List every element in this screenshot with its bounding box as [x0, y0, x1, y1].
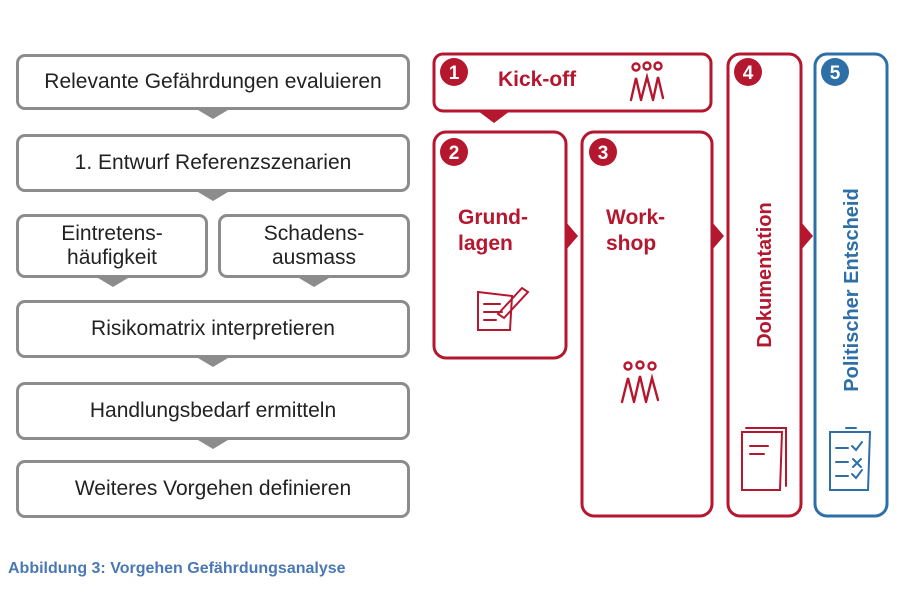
phase-number: 2 [449, 143, 460, 164]
phase-label-line1: Work- [606, 206, 665, 229]
checklist-icon [829, 427, 872, 491]
phase-number: 4 [743, 63, 754, 84]
step-schadensausmass: Schadens- ausmass [218, 214, 410, 278]
phase-kickoff: 1 Kick-off [432, 52, 713, 123]
phase-number: 5 [830, 63, 841, 84]
phase-number: 1 [449, 63, 460, 84]
step-eintretenshaeufigkeit: Eintretens- häufigkeit [16, 214, 208, 278]
flow-arrow [98, 278, 128, 287]
phase-label: Politischer Entscheid [841, 188, 863, 391]
step-label: Relevante Gefährdungen evaluieren [44, 70, 382, 94]
step-entwurf-referenzszenarien: 1. Entwurf Referenzszenarien [16, 134, 410, 192]
phase-label: Dokumentation [754, 202, 776, 348]
phase-label-line1: Grund- [458, 206, 528, 229]
step-label: Weiteres Vorgehen definieren [74, 477, 352, 501]
phase-workshop: 3 Work- shop [580, 130, 724, 518]
flow-arrow [198, 192, 228, 201]
phase-label-line2: shop [606, 232, 656, 255]
phase-grundlagen: 2 Grund- lagen [432, 130, 578, 360]
step-label: Handlungsbedarf ermitteln [89, 399, 337, 423]
people-icon [629, 61, 665, 102]
step-label: Risikomatrix interpretieren [91, 317, 335, 341]
flow-arrow [478, 111, 510, 123]
flow-arrow [198, 440, 228, 449]
flow-arrow [801, 222, 813, 250]
flow-arrow [198, 358, 228, 367]
notepad-pen-icon [477, 286, 530, 331]
figure-caption: Abbildung 3: Vorgehen Gefährdungsanalyse [8, 560, 346, 577]
step-label: 1. Entwurf Referenzszenarien [74, 151, 352, 175]
document-icon [741, 427, 787, 491]
flow-arrow [566, 222, 578, 250]
people-icon [620, 360, 660, 404]
step-relevante-gefaehrdungen: Relevante Gefährdungen evaluieren [16, 54, 410, 110]
step-handlungsbedarf: Handlungsbedarf ermitteln [16, 382, 410, 440]
step-risikomatrix: Risikomatrix interpretieren [16, 300, 410, 358]
phase-dokumentation: 4 Dokumentation [726, 52, 813, 518]
flow-arrow [198, 110, 228, 119]
step-label-line1: Schadens- [263, 222, 365, 246]
phase-label: Kick-off [498, 68, 577, 91]
flow-arrow [299, 278, 329, 287]
step-label-line1: Eintretens- [61, 222, 163, 246]
step-label-line2: häufigkeit [67, 246, 157, 269]
step-label-line2: ausmass [271, 246, 357, 269]
step-weiteres-vorgehen: Weiteres Vorgehen definieren [16, 460, 410, 518]
flow-arrow [712, 222, 724, 250]
phase-politischer-entscheid: 5 Politischer Entscheid [813, 52, 889, 518]
phase-number: 3 [598, 143, 609, 164]
phase-label-line2: lagen [458, 232, 513, 255]
